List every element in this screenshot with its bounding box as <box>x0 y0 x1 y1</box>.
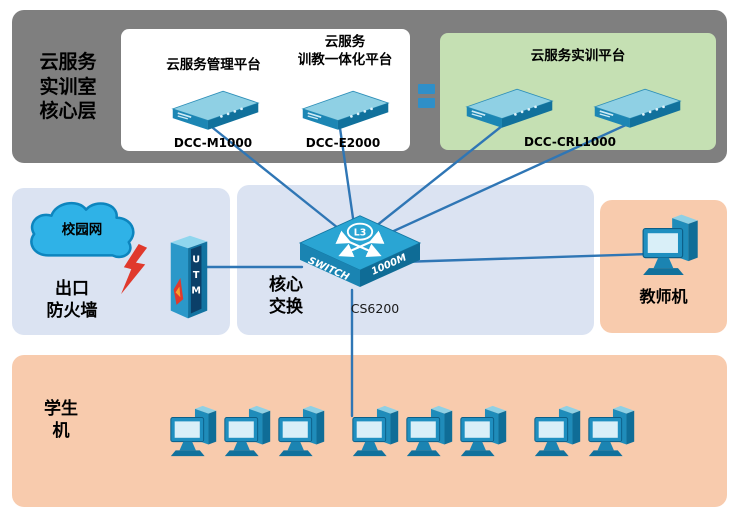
integrated-title-line2: 训教一体化平台 <box>297 51 393 68</box>
student-computer-icon <box>166 402 222 462</box>
utm-letter-u: U <box>192 255 200 266</box>
core-layer-label-line1: 云服务 <box>39 51 97 73</box>
student-computer-icon <box>274 402 330 462</box>
student-computer-icon <box>584 402 640 462</box>
core-layer-label-line2: 实训室 <box>39 75 97 98</box>
students-label-line1: 学生 <box>44 399 78 419</box>
management-platform-title: 云服务管理平台 <box>166 57 261 73</box>
server-icon-e2000 <box>288 82 398 134</box>
utm-letter-t: T <box>193 270 200 281</box>
student-computer-icon <box>456 402 512 462</box>
link-connector-top <box>418 84 435 94</box>
utm-firewall-icon: U T M <box>170 235 208 319</box>
core-switch-label-line1: 核心 <box>269 275 303 295</box>
link-connector-bottom <box>418 98 435 108</box>
device-label-e2000: DCC-E2000 <box>305 136 381 150</box>
student-computer-icon <box>348 402 404 462</box>
campus-network-cloud-icon <box>30 201 135 259</box>
firewall-label-line1: 出口 <box>55 279 89 299</box>
integrated-platform-title: 云服务 训教一体化平台 <box>280 34 410 69</box>
firewall-label: 出口 防火墙 <box>22 278 122 322</box>
student-computer-icon <box>402 402 458 462</box>
teacher-computer-icon <box>636 210 706 282</box>
core-switch-label: 核心 交换 <box>250 274 322 318</box>
lightning-bolt-icon <box>121 244 148 295</box>
server-icon-crl1000-a <box>452 80 562 132</box>
training-platform-title: 云服务实训平台 <box>530 48 626 64</box>
students-label: 学生 机 <box>26 398 96 442</box>
student-computer-icon <box>530 402 586 462</box>
switch-device-label: CS6200 <box>350 301 400 316</box>
core-layer-label: 云服务 实训室 核心层 <box>18 50 118 124</box>
server-icon-m1000 <box>158 82 268 134</box>
student-computer-icon <box>220 402 276 462</box>
firewall-label-line2: 防火墙 <box>46 301 98 322</box>
core-switch-label-line2: 交换 <box>269 297 303 318</box>
switch-l3-badge: L3 <box>354 227 366 238</box>
campus-network-label: 校园网 <box>61 222 103 238</box>
device-label-crl1000: DCC-CRL1000 <box>524 135 616 149</box>
students-label-line2: 机 <box>52 421 70 442</box>
device-label-m1000: DCC-M1000 <box>173 136 253 150</box>
utm-letter-m: M <box>191 285 201 296</box>
server-icon-crl1000-b <box>580 80 690 132</box>
integrated-title-line1: 云服务 <box>324 34 366 50</box>
core-layer-label-line3: 核心层 <box>39 100 97 123</box>
teacher-label: 教师机 <box>639 287 688 306</box>
